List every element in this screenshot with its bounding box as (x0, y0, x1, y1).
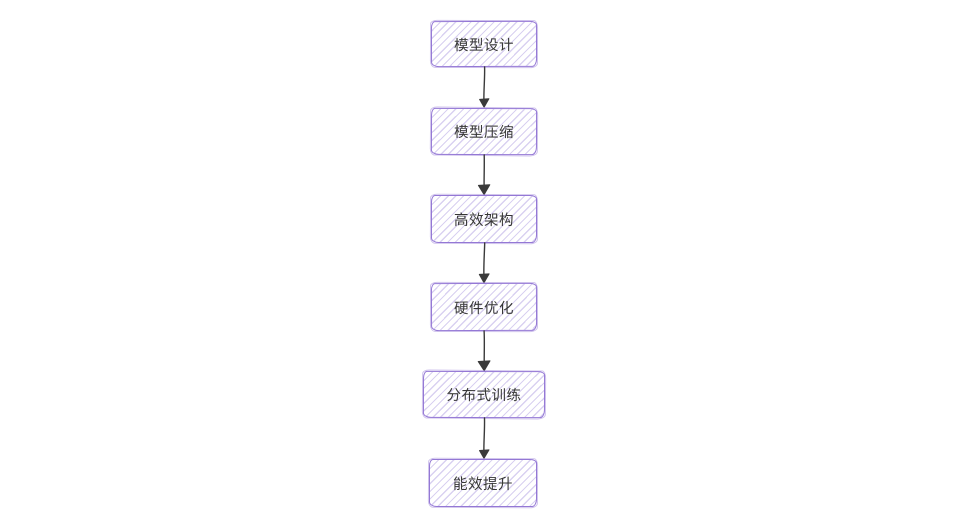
node-label: 高效架构 (454, 212, 514, 229)
flowchart-node-model-design: 模型设计 (430, 20, 538, 68)
arrow-efficient-architecture-to-hardware-optimization (478, 242, 490, 284)
node-label: 分布式训练 (446, 387, 522, 405)
arrow-distributed-training-to-energy-efficiency-improvement (479, 417, 490, 459)
arrow-model-compression-to-efficient-architecture (477, 154, 491, 196)
flowchart-node-energy-efficiency-improvement: 能效提升 (429, 459, 537, 507)
flowchart-node-model-compression: 模型压缩 (430, 107, 538, 156)
node-label: 能效提升 (453, 476, 513, 493)
node-label: 模型设计 (453, 37, 515, 54)
arrow-model-design-to-model-compression (479, 66, 490, 108)
flowchart-node-distributed-training: 分布式训练 (422, 370, 546, 419)
flowchart-node-hardware-optimization: 硬件优化 (430, 282, 538, 332)
node-label: 模型压缩 (453, 124, 515, 142)
node-label: 硬件优化 (453, 300, 515, 317)
flowchart-node-efficient-architecture: 高效架构 (431, 195, 537, 243)
arrow-hardware-optimization-to-distributed-training (477, 330, 491, 372)
